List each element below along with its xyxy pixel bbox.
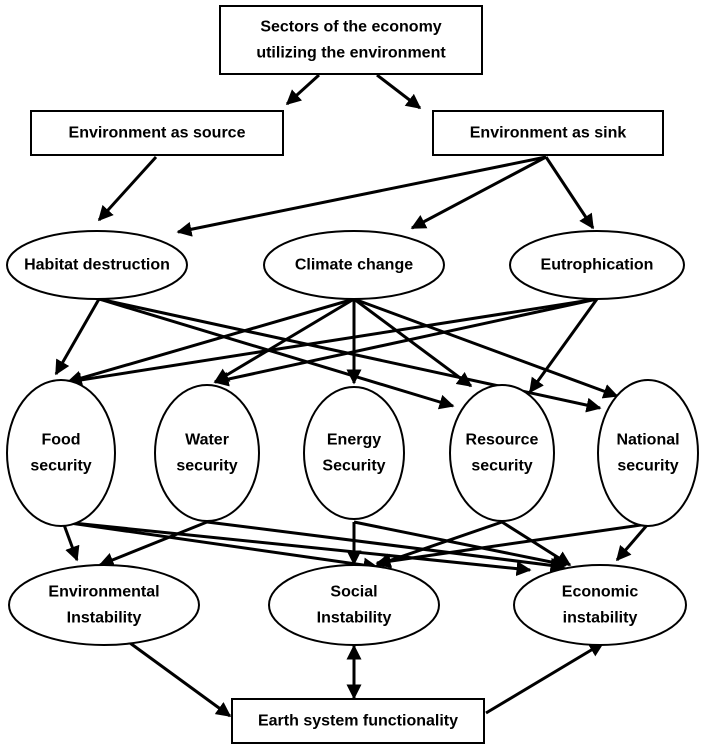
arrow-climate-to-national [353,297,619,399]
node-habitat-shape [6,230,188,300]
node-water-label: security [176,458,237,475]
node-energy-label: Energy [327,432,381,449]
node-water: Water security [154,384,260,522]
node-national: National security [597,379,699,527]
node-climate-shape [263,230,445,300]
node-eco-instab-shape [513,564,687,646]
node-earth: Earth system functionality [231,698,485,744]
node-water-label: Water [185,432,229,449]
arrow-earth-to-eco-instab [485,641,605,715]
arrow-source-to-habitat [97,155,158,222]
node-food-label: Food [41,432,80,449]
arrow-habitat-to-food [54,298,101,376]
node-sink: Environment as sink [432,110,664,156]
node-sectors-label: utilizing the environment [256,45,446,62]
node-earth-label: Earth system functionality [258,713,458,730]
node-food-shape [6,379,116,527]
node-eco-instab-label: instability [563,610,638,627]
node-energy-label: Security [322,458,385,475]
node-source-label: Environment as source [69,125,246,142]
arrow-sectors-to-sink [376,73,422,110]
node-climate: Climate change [263,230,445,300]
node-sectors: Sectors of the economy utilizing the envi… [219,5,483,75]
node-resource-label: security [471,458,532,475]
arrow-climate-to-water [213,297,355,384]
node-soc-instab-label: Social [330,584,377,601]
node-resource-label: Resource [466,432,539,449]
arrow-resource-to-soc-instab [375,520,503,568]
node-climate-label: Climate change [295,257,413,274]
node-eco-instab: Economic instability [513,564,687,646]
arrow-water-to-eco-instab [206,520,566,573]
arrow-energy-to-eco-instab [353,520,568,570]
node-national-label: security [617,458,678,475]
arrow-eutro-to-resource [528,298,599,394]
arrow-climate-to-resource [353,297,473,388]
node-env-instab-label: Instability [67,610,142,627]
arrow-food-to-eco-instab [62,520,532,577]
node-soc-instab-label: Instability [317,610,392,627]
node-food-label: security [30,458,91,475]
edges-layer [54,73,650,718]
node-env-instab-shape [8,564,200,646]
node-earth-shape [231,698,485,744]
node-resource: Resource security [449,384,555,522]
arrow-sink-to-climate [410,155,547,230]
node-eco-instab-label: Economic [562,584,639,601]
node-source: Environment as source [30,110,284,156]
arrow-food-to-env-instab [61,521,80,562]
arrow-climate-to-food [66,297,355,386]
node-soc-instab-shape [268,564,440,646]
node-sectors-label: Sectors of the economy [260,19,441,36]
node-eutro-label: Eutrophication [541,257,654,274]
arrow-eutro-to-water [213,297,598,387]
arrow-eutro-to-food [66,297,598,388]
node-habitat-label: Habitat destruction [24,257,170,274]
node-source-shape [30,110,284,156]
arrow-resource-to-eco-instab [501,520,572,567]
node-eutro: Eutrophication [509,230,685,300]
arrow-national-to-eco-instab [615,523,650,562]
node-energy-shape [303,386,405,520]
nodes-layer: Sectors of the economy utilizing the envi… [6,5,699,744]
node-national-label: National [616,432,679,449]
node-sink-label: Environment as sink [470,125,627,142]
node-national-shape [597,379,699,527]
node-env-instab-label: Environmental [48,584,159,601]
arrow-food-to-soc-instab [62,520,379,573]
arrow-water-to-env-instab [98,520,208,567]
node-sectors-shape [219,5,483,75]
arrow-env-instab-to-earth [129,641,232,718]
node-sink-shape [432,110,664,156]
node-habitat: Habitat destruction [6,230,188,300]
node-eutro-shape [509,230,685,300]
node-water-shape [154,384,260,522]
node-resource-shape [449,384,555,522]
node-food: Food security [6,379,116,527]
arrow-national-to-soc-instab [375,522,649,569]
arrow-sink-to-habitat [176,155,547,237]
arrow-habitat-to-resource [98,297,455,410]
arrow-sink-to-eutro [544,156,595,230]
arrow-sectors-to-source [285,73,321,106]
